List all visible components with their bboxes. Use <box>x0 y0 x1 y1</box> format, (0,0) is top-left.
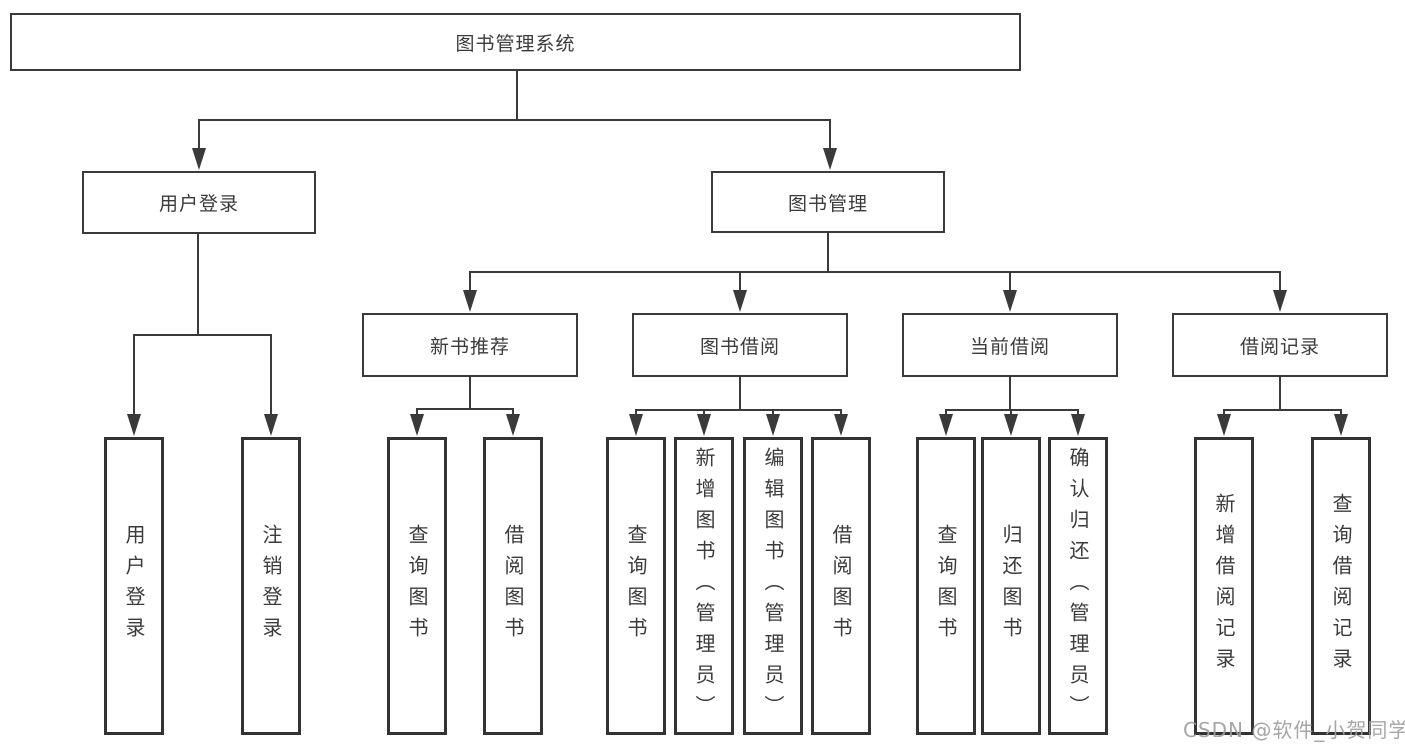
leaf-label: 编辑图书（管理员） <box>761 446 785 726</box>
node-user-login: 用户登录 <box>82 171 316 234</box>
leaf-current-confirm-return-admin: 确认归还（管理员） <box>1048 437 1108 735</box>
leaf-borrow-query-book: 查询图书 <box>606 437 666 735</box>
leaf-label: 新增借阅记录 <box>1212 493 1236 679</box>
leaf-records-query-record: 查询借阅记录 <box>1311 437 1371 735</box>
leaf-borrow-edit-book-admin: 编辑图书（管理员） <box>743 437 803 735</box>
leaf-label: 查询图书 <box>405 524 429 648</box>
leaf-records-add-record: 新增借阅记录 <box>1194 437 1254 735</box>
leaf-logout: 注销登录 <box>241 437 301 735</box>
leaf-label: 注销登录 <box>259 524 283 648</box>
leaf-current-return-book: 归还图书 <box>981 437 1041 735</box>
leaf-recommend-query-book: 查询图书 <box>387 437 447 735</box>
csdn-watermark: CSDN @软件_小贺同学 <box>1183 718 1405 742</box>
leaf-label: 查询借阅记录 <box>1329 493 1353 679</box>
arrowheads <box>127 148 1348 436</box>
leaf-borrow-borrow-book: 借阅图书 <box>811 437 871 735</box>
node-new-book-recommend: 新书推荐 <box>362 313 578 377</box>
leaf-recommend-borrow-book: 借阅图书 <box>483 437 543 735</box>
node-book-management: 图书管理 <box>711 171 945 233</box>
node-book-borrow: 图书借阅 <box>632 313 848 377</box>
leaf-user-login: 用户登录 <box>104 437 164 735</box>
leaf-label: 归还图书 <box>999 524 1023 648</box>
leaf-label: 查询图书 <box>934 524 958 648</box>
leaf-current-query-book: 查询图书 <box>916 437 976 735</box>
node-current-borrow: 当前借阅 <box>902 313 1118 377</box>
leaf-label: 借阅图书 <box>829 524 853 648</box>
leaf-label: 查询图书 <box>624 524 648 648</box>
leaf-label: 新增图书（管理员） <box>692 446 716 726</box>
leaf-borrow-add-book-admin: 新增图书（管理员） <box>674 437 734 735</box>
node-system-root: 图书管理系统 <box>10 13 1021 71</box>
node-borrow-records: 借阅记录 <box>1172 313 1388 377</box>
leaf-label: 用户登录 <box>122 524 146 648</box>
leaf-label: 借阅图书 <box>501 524 525 648</box>
leaf-label: 确认归还（管理员） <box>1066 446 1090 726</box>
